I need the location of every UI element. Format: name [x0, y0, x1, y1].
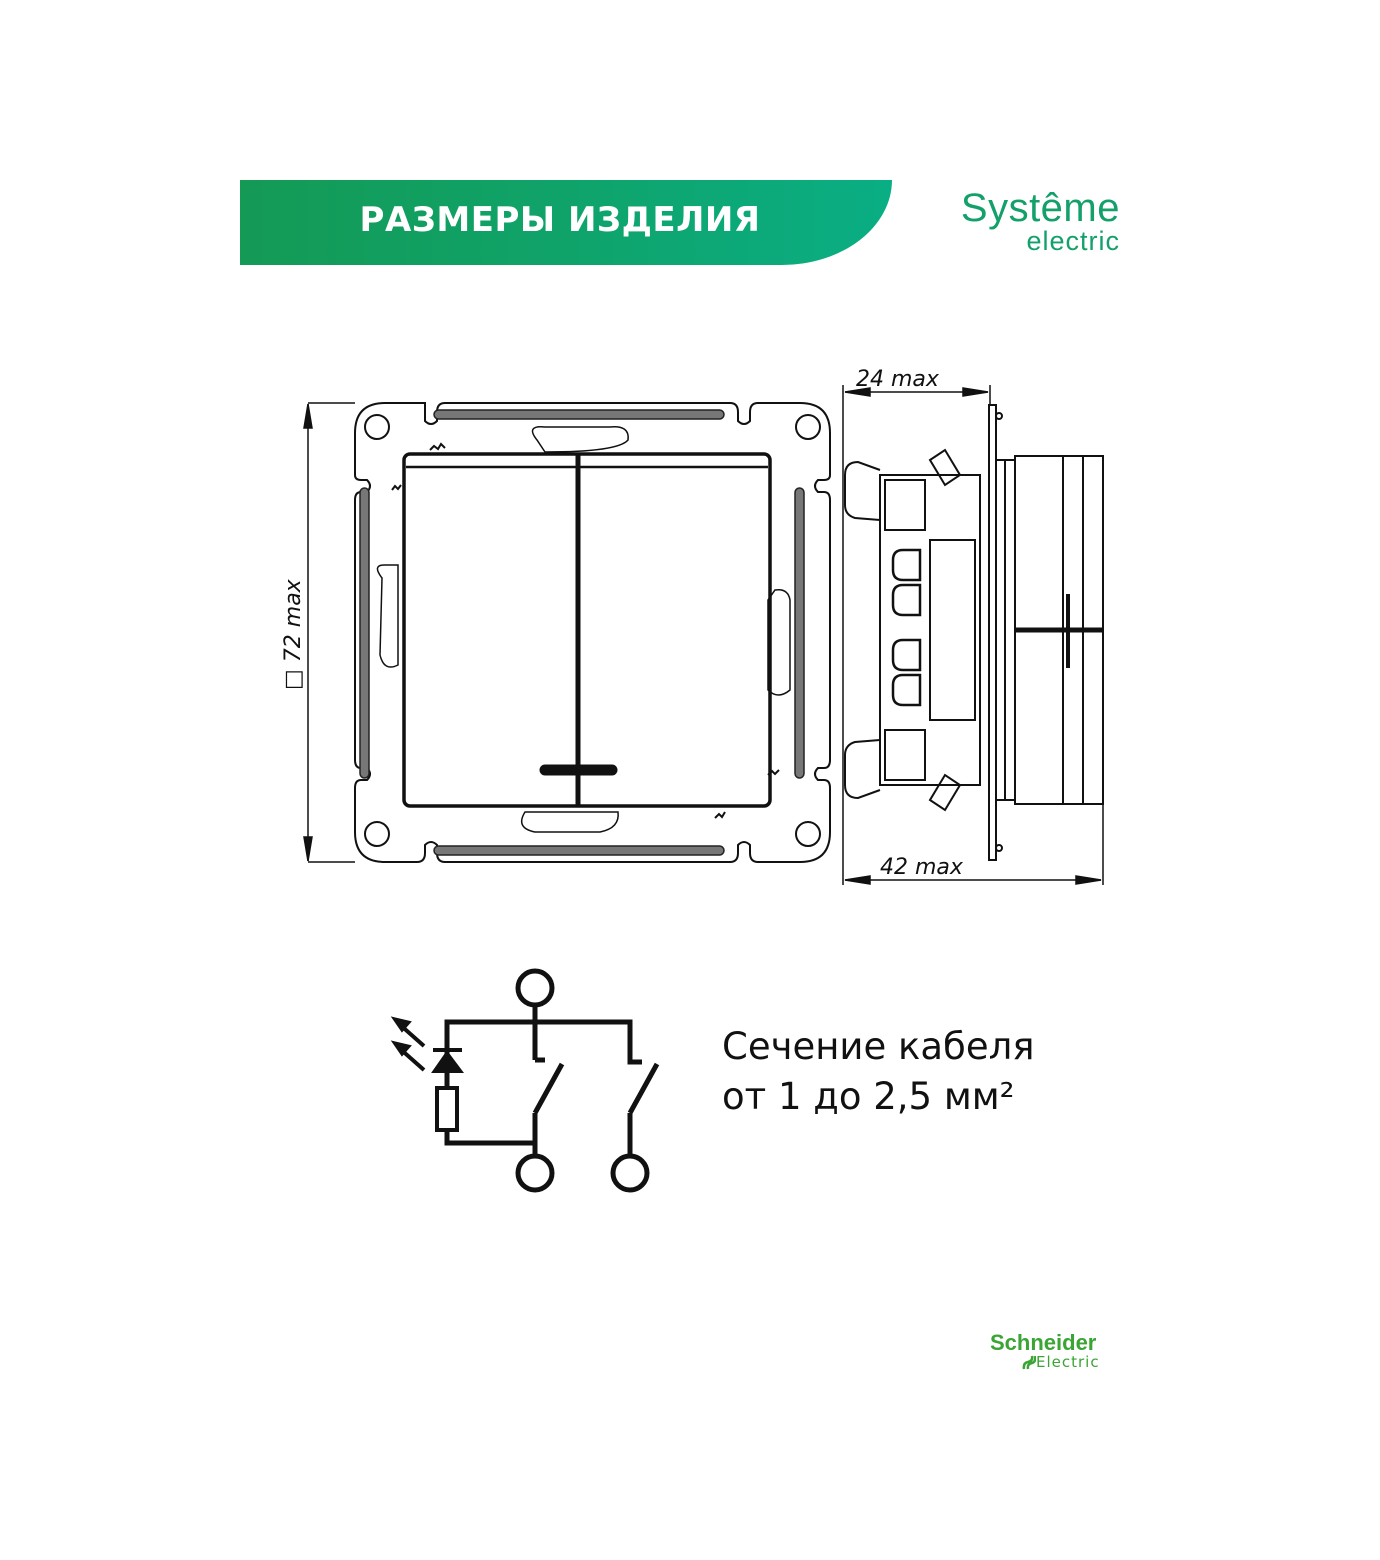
total-depth-dimension-label: 42 max: [880, 855, 964, 880]
schneider-logo-line2: Electric: [1036, 1353, 1100, 1371]
front-dimension-label: □ 72 max: [281, 578, 306, 690]
terminal-bottom-right: [610, 1153, 650, 1193]
logo-line1: Systême: [960, 186, 1120, 230]
schneider-logo-icon: [1022, 1355, 1036, 1370]
side-view: [844, 404, 1104, 861]
header-banner: РАЗМЕРЫ ИЗДЕЛИЯ: [240, 180, 892, 265]
terminal-bottom-left: [515, 1153, 555, 1193]
wiring-diagram: [390, 968, 660, 1193]
front-view: [354, 402, 831, 863]
page-title: РАЗМЕРЫ ИЗДЕЛИЯ: [359, 200, 761, 240]
terminal-top: [515, 968, 555, 1008]
schneider-logo-line1: Schneider: [990, 1330, 1097, 1355]
cable-info-line1: Сечение кабеля: [722, 1025, 1035, 1068]
cable-info-line2: от 1 до 2,5 мм²: [722, 1075, 1015, 1118]
systeme-electric-logo: Systême electric: [920, 186, 1120, 266]
logo-line2: electric: [1026, 226, 1120, 256]
front-dimension-line: [303, 402, 355, 863]
side-dimension-lines: [842, 385, 1104, 885]
schneider-electric-logo: Schneider Electric: [988, 1330, 1128, 1380]
cable-cross-section-info: Сечение кабеля от 1 до 2,5 мм²: [722, 1022, 1035, 1122]
depth-dimension-label: 24 max: [856, 367, 940, 392]
